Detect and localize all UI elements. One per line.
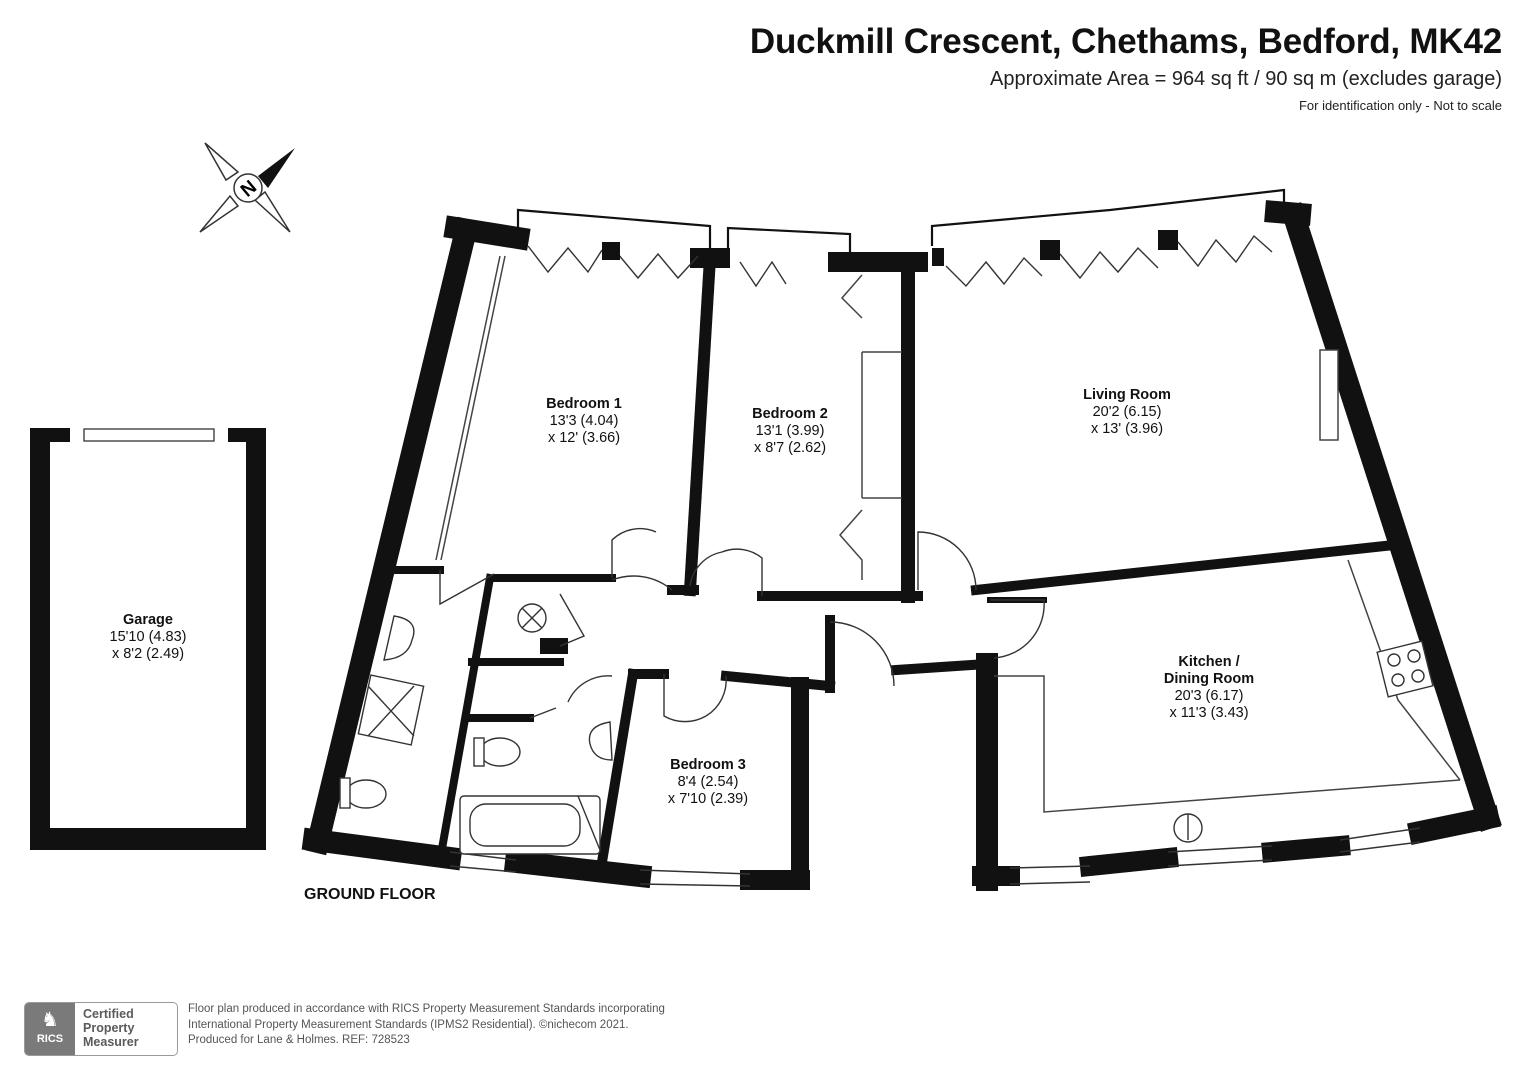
room-dim: 15'10 (4.83) bbox=[109, 629, 187, 645]
room-dim: x 13' (3.96) bbox=[1090, 421, 1164, 437]
sink-icon bbox=[1173, 813, 1203, 843]
area-text: Approximate Area = 964 sq ft / 90 sq m (… bbox=[990, 68, 1502, 90]
room-name: Dining Room bbox=[1163, 671, 1255, 687]
bottom-windows bbox=[449, 827, 1421, 887]
compass-icon: N bbox=[199, 142, 295, 233]
garage-walls bbox=[30, 428, 266, 850]
rics-logo-icon: ♞ RICS bbox=[25, 1003, 75, 1055]
footer-line: Floor plan produced in accordance with R… bbox=[188, 1003, 665, 1015]
footer-line: Produced for Lane & Holmes. REF: 728523 bbox=[188, 1034, 410, 1046]
room-living: Living Room 20'2 (6.15) x 13' (3.96) bbox=[1054, 387, 1200, 438]
room-dim: 8'4 (2.54) bbox=[677, 774, 739, 790]
room-bedroom-2: Bedroom 2 13'1 (3.99) x 8'7 (2.62) bbox=[720, 406, 860, 457]
room-dim: 13'1 (3.99) bbox=[755, 423, 825, 439]
disclaimer-text: For identification only - Not to scale bbox=[1298, 98, 1502, 113]
outer-walls bbox=[301, 200, 1502, 891]
room-name: Garage bbox=[123, 612, 173, 628]
room-dim: 13'3 (4.04) bbox=[549, 413, 619, 429]
internal-walls bbox=[390, 248, 1400, 868]
floor-label: GROUND FLOOR bbox=[304, 886, 436, 903]
room-bedroom-1: Bedroom 1 13'3 (4.04) x 12' (3.66) bbox=[514, 396, 654, 447]
hob-icon bbox=[1376, 640, 1434, 698]
footer-line: International Property Measurement Stand… bbox=[188, 1018, 629, 1031]
bathroom-fixtures bbox=[339, 603, 613, 855]
bifold-doors bbox=[527, 234, 1273, 288]
badge-line: Measurer bbox=[83, 1035, 139, 1049]
room-dim: x 8'7 (2.62) bbox=[753, 440, 827, 456]
door-swings bbox=[439, 527, 1045, 723]
rics-logo-text: RICS bbox=[36, 1033, 64, 1045]
garage-door bbox=[83, 428, 215, 442]
room-name: Bedroom 2 bbox=[752, 406, 828, 422]
rics-badge: ♞ RICS Certified Property Measurer bbox=[24, 1002, 178, 1056]
wardrobes bbox=[435, 255, 1339, 580]
room-dim: x 11'3 (3.43) bbox=[1169, 705, 1249, 721]
room-dim: x 8'2 (2.49) bbox=[111, 646, 185, 662]
header: Duckmill Crescent, Chethams, Bedford, MK… bbox=[750, 22, 1502, 113]
window-mullions bbox=[602, 230, 1178, 266]
badge-line: Property bbox=[83, 1021, 135, 1035]
badge-line: Certified bbox=[83, 1007, 134, 1021]
top-windows bbox=[516, 188, 1286, 252]
room-name: Living Room bbox=[1083, 387, 1171, 403]
room-bedroom-3: Bedroom 3 8'4 (2.54) x 7'10 (2.39) bbox=[638, 757, 778, 808]
room-dim: x 7'10 (2.39) bbox=[667, 791, 749, 807]
room-dim: 20'3 (6.17) bbox=[1174, 688, 1244, 704]
room-garage: Garage 15'10 (4.83) x 8'2 (2.49) bbox=[78, 612, 218, 663]
room-dim: 20'2 (6.15) bbox=[1092, 404, 1162, 420]
room-name: Kitchen / bbox=[1178, 654, 1240, 670]
plan-title: Duckmill Crescent, Chethams, Bedford, MK… bbox=[749, 22, 1502, 61]
kitchen-units bbox=[994, 559, 1461, 813]
room-kitchen: Kitchen / Dining Room 20'3 (6.17) x 11'3… bbox=[1134, 654, 1284, 722]
rics-badge-text: Certified Property Measurer bbox=[83, 1007, 139, 1049]
room-dim: x 12' (3.66) bbox=[547, 430, 621, 446]
footer-text: Floor plan produced in accordance with R… bbox=[188, 1002, 808, 1049]
room-name: Bedroom 1 bbox=[546, 396, 622, 412]
room-name: Bedroom 3 bbox=[670, 757, 746, 773]
